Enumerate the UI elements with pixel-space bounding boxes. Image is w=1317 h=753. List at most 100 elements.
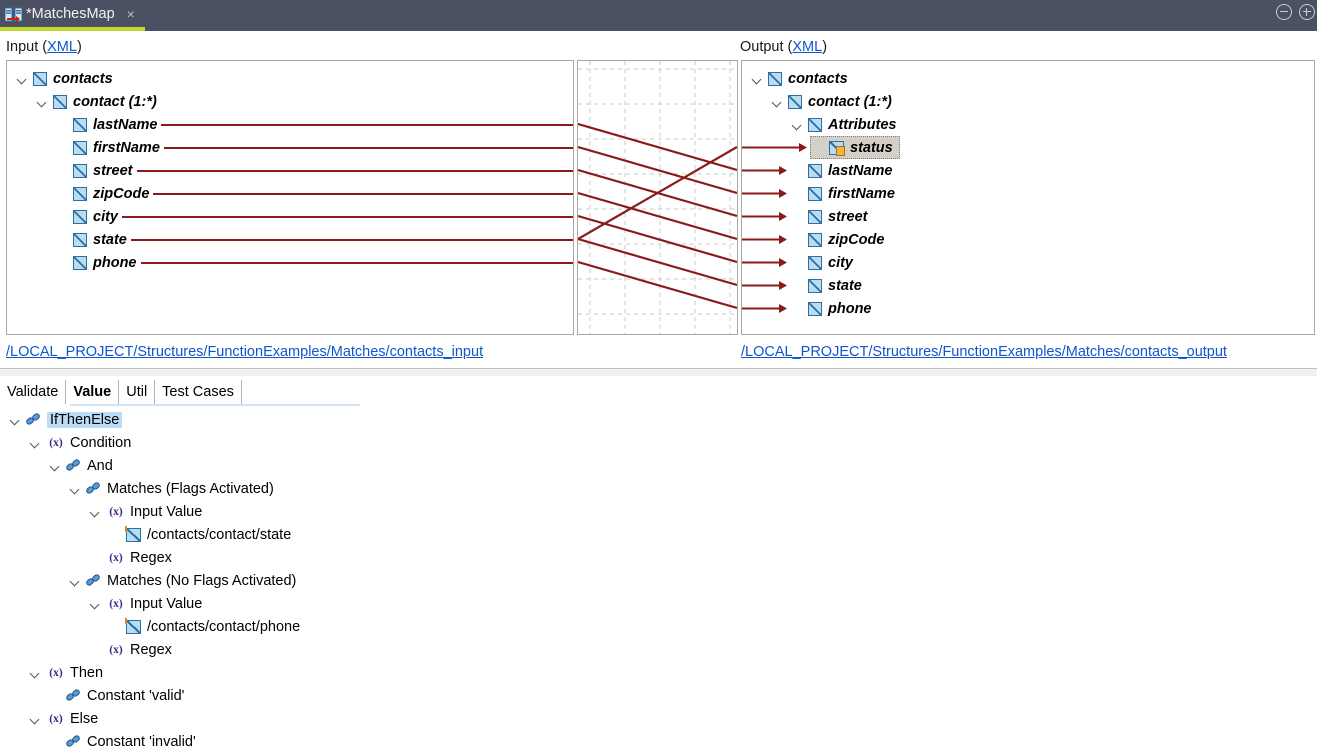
input-section-label: Input (XML) xyxy=(6,39,82,55)
chevron-down-icon[interactable] xyxy=(790,117,806,133)
function-tree-row[interactable]: (x)Then xyxy=(28,661,103,684)
tree-row-label: city xyxy=(93,208,118,225)
function-tree-row-label: Matches (No Flags Activated) xyxy=(107,572,297,589)
tree-row[interactable]: city xyxy=(790,251,853,274)
function-tree-row[interactable]: (x)Input Value xyxy=(88,500,202,523)
connection-lines xyxy=(578,61,737,334)
connection-stub xyxy=(122,216,573,218)
function-tree-row[interactable]: Matches (No Flags Activated) xyxy=(68,569,296,592)
tree-row-label: city xyxy=(828,254,853,271)
tree-row-label: Attributes xyxy=(828,116,897,133)
tree-row-label: contact (1:*) xyxy=(808,93,892,110)
tree-row[interactable]: state xyxy=(55,228,127,251)
function-tree-row[interactable]: IfThenElse xyxy=(8,408,123,431)
connection-arrow xyxy=(742,166,787,175)
function-tree-row[interactable]: And xyxy=(48,454,113,477)
function-tree-row-label: Regex xyxy=(130,549,172,566)
tree-row[interactable]: phone xyxy=(790,297,872,320)
tree-row[interactable]: street xyxy=(790,205,868,228)
function-tree-row-label: Constant 'invalid' xyxy=(87,733,196,750)
function-tree-row[interactable]: (x)Else xyxy=(28,707,98,730)
tree-row[interactable]: contact (1:*) xyxy=(770,90,892,113)
tree-row[interactable]: city xyxy=(55,205,118,228)
editor-tab-label: *MatchesMap xyxy=(26,5,115,22)
function-tree-row[interactable]: Matches (Flags Activated) xyxy=(68,477,274,500)
input-structure-path[interactable]: /LOCAL_PROJECT/Structures/FunctionExampl… xyxy=(6,344,484,360)
tree-row[interactable]: zipCode xyxy=(790,228,884,251)
expression-icon: (x) xyxy=(109,505,123,518)
tree-spacer xyxy=(55,232,71,248)
tab-util[interactable]: Util xyxy=(119,380,156,404)
tree-row[interactable]: zipCode xyxy=(55,182,149,205)
tree-spacer xyxy=(55,140,71,156)
function-icon xyxy=(65,733,82,749)
panel-divider[interactable] xyxy=(0,368,1317,376)
chevron-down-icon[interactable] xyxy=(750,71,766,87)
editor-tab-matchesmap[interactable]: *MatchesMap × xyxy=(0,0,145,31)
tree-row[interactable]: lastName xyxy=(790,159,892,182)
tree-row[interactable]: contacts xyxy=(750,67,848,90)
tab-value[interactable]: Value xyxy=(66,380,120,404)
tree-spacer xyxy=(55,117,71,133)
output-schema-tree[interactable]: contacts contact (1:*) Attributes status las… xyxy=(741,60,1315,335)
tree-row-label: lastName xyxy=(828,162,893,179)
function-tree-row[interactable]: Constant 'valid' xyxy=(48,684,184,707)
xml-element-icon xyxy=(808,255,822,270)
function-tree-row[interactable]: (x)Condition xyxy=(28,431,131,454)
chevron-down-icon[interactable] xyxy=(8,412,26,428)
tree-row-label: firstName xyxy=(828,185,895,202)
expression-icon: (x) xyxy=(109,643,123,656)
function-tree-row[interactable]: /contacts/contact/state xyxy=(108,523,291,546)
function-tree-row-label: Condition xyxy=(70,434,132,451)
chevron-down-icon[interactable] xyxy=(770,94,786,110)
output-structure-path[interactable]: /LOCAL_PROJECT/Structures/FunctionExampl… xyxy=(741,344,1227,360)
chevron-down-icon[interactable] xyxy=(88,504,106,520)
tree-row[interactable]: phone xyxy=(55,251,137,274)
tree-row[interactable]: status xyxy=(810,136,900,159)
tree-spacer xyxy=(55,163,71,179)
function-tree-row[interactable]: (x)Input Value xyxy=(88,592,202,615)
chevron-down-icon[interactable] xyxy=(35,94,51,110)
tab-test-cases[interactable]: Test Cases xyxy=(155,380,242,404)
mapping-connections-canvas[interactable] xyxy=(577,60,738,335)
function-tree-row-label: Else xyxy=(70,710,99,727)
tree-row[interactable]: contact (1:*) xyxy=(35,90,157,113)
tree-row-label: zipCode xyxy=(93,185,150,202)
tree-spacer xyxy=(790,209,806,225)
tree-row[interactable]: contacts xyxy=(15,67,113,90)
chevron-down-icon[interactable] xyxy=(68,573,86,589)
tab-validate[interactable]: Validate xyxy=(0,380,67,404)
function-icon xyxy=(65,457,82,473)
close-icon[interactable]: × xyxy=(126,5,135,22)
chevron-down-icon[interactable] xyxy=(48,458,66,474)
function-tree-row[interactable]: Constant 'invalid' xyxy=(48,730,196,753)
xml-element-icon xyxy=(808,186,822,201)
xml-attribute-icon xyxy=(829,140,845,156)
chevron-down-icon[interactable] xyxy=(28,665,46,681)
function-tree-row-label: IfThenElse xyxy=(47,411,123,428)
tree-row[interactable]: firstName xyxy=(55,136,160,159)
tree-row[interactable]: Attributes xyxy=(790,113,896,136)
maximize-icon[interactable] xyxy=(1299,4,1315,20)
xml-element-icon xyxy=(73,209,87,224)
chevron-down-icon[interactable] xyxy=(28,435,46,451)
tree-spacer xyxy=(48,734,66,750)
chevron-down-icon[interactable] xyxy=(68,481,86,497)
output-xml-link[interactable]: XML xyxy=(792,39,823,55)
input-xml-link[interactable]: XML xyxy=(47,39,77,55)
tree-row[interactable]: firstName xyxy=(790,182,895,205)
chevron-down-icon[interactable] xyxy=(88,596,106,612)
chevron-down-icon[interactable] xyxy=(28,711,46,727)
tree-row[interactable]: lastName xyxy=(55,113,157,136)
tree-row[interactable]: state xyxy=(790,274,862,297)
connection-stub xyxy=(137,170,573,172)
function-tree-row[interactable]: (x)Regex xyxy=(88,638,172,661)
minimize-icon[interactable] xyxy=(1276,4,1292,20)
tree-row[interactable]: street xyxy=(55,159,133,182)
function-tree-row[interactable]: (x)Regex xyxy=(88,546,172,569)
chevron-down-icon[interactable] xyxy=(15,71,31,87)
tree-spacer xyxy=(108,619,126,635)
function-tree-row[interactable]: /contacts/contact/phone xyxy=(108,615,300,638)
